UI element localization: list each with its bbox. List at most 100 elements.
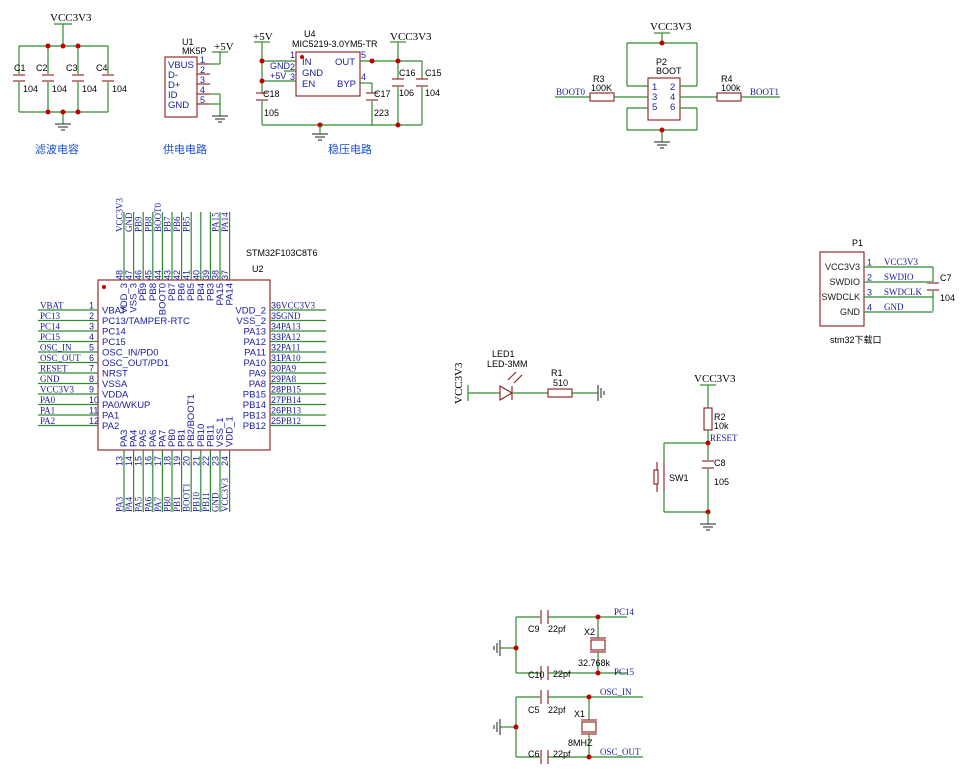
mcu-net-top: PB9: [134, 216, 144, 232]
mcu-pin-top: VDD_3: [119, 283, 130, 314]
mcu-net-right: PA8: [281, 374, 297, 384]
mcu-pin-bottom: PA6: [148, 430, 159, 447]
mcu-num-left: 5: [89, 343, 94, 353]
mcu-pin-right: PA13: [243, 327, 266, 338]
mcu-pin-top: PB8: [148, 283, 159, 301]
mcu-pin-left: PC14: [102, 327, 126, 338]
mcu-num-top: 37: [220, 270, 230, 280]
mcu-net-left: PC14: [40, 322, 61, 332]
c16-val: 106: [399, 88, 414, 98]
mcu-num-top: 41: [182, 270, 192, 280]
x2-val: 32.768k: [578, 658, 611, 668]
p1-net: SWDIO: [884, 272, 914, 282]
u1-pin-num: 3: [200, 75, 205, 85]
mcu-pin-right: PA9: [249, 369, 266, 380]
mcu-num-left: 11: [89, 406, 98, 416]
r4-ref: R4: [721, 74, 733, 84]
mcu-num-bottom: 16: [143, 456, 153, 466]
c6-ref: C6: [528, 749, 540, 759]
c15-ref: C15: [425, 68, 442, 78]
c8-val: 105: [714, 477, 729, 487]
mcu-pin-right: PB14: [243, 400, 266, 411]
x2-ref: X2: [584, 627, 595, 637]
mcu-pin-right: PA8: [249, 379, 266, 390]
r3-ref: R3: [593, 74, 605, 84]
mcu-net-top: GND: [124, 212, 134, 232]
mcu-num-right: 31: [271, 353, 281, 363]
mcu-pin-bottom: PB1: [177, 429, 188, 447]
c15-val: 104: [425, 88, 440, 98]
mcu-net-top: PA14: [220, 212, 230, 232]
mcu-net-top: PB8: [143, 216, 153, 232]
r3-val: 100K: [591, 83, 612, 93]
c9-ref: C9: [528, 624, 540, 634]
mcu-pin-bottom: VSS_1: [215, 417, 226, 447]
mcu-pin-right: VDD_2: [235, 306, 266, 317]
reg-out-power: VCC3V3: [390, 31, 432, 43]
mcu-pin-top: PB9: [138, 283, 149, 301]
mcu-num-top: 39: [201, 270, 211, 280]
mcu-pin-left: VSSA: [102, 379, 128, 390]
mcu-pin-top: BOOT0: [157, 283, 168, 315]
sw1-knob: [653, 469, 659, 485]
filter-cap-val: 104: [82, 84, 97, 94]
mcu-pin-bottom: PA5: [138, 430, 149, 447]
u4-num-4: 4: [361, 72, 366, 82]
u1-pin-num: 2: [200, 65, 205, 75]
mcu-net-left: OSC_IN: [40, 343, 72, 353]
mcu-net-top: PB5: [182, 216, 192, 232]
led-block: VCC3V3 LED1 LED-3MM R1 510: [453, 349, 605, 404]
u4-pin-gnd: GND: [302, 68, 323, 79]
mcu-num-left: 2: [89, 311, 94, 321]
mcu-num-left: 8: [89, 374, 94, 384]
mcu-pin-right: PA12: [243, 337, 266, 348]
mcu-num-left: 4: [89, 332, 94, 342]
mcu-pin-top: PB3: [205, 283, 216, 301]
reg-gnd-net: GND: [270, 61, 291, 71]
p1-ref: P1: [852, 238, 863, 248]
mcu-net-right: PA13: [281, 322, 301, 332]
mcu-num-bottom: 20: [182, 456, 192, 466]
reg-caption: 稳压电路: [328, 142, 372, 156]
mcu-net-right: PA10: [281, 353, 301, 363]
mcu-pin-left: PC13/TAMPER-RTC: [102, 316, 190, 327]
mcu-part: STM32F103C8T6: [246, 248, 318, 258]
p1-net: GND: [884, 302, 904, 312]
c16-ref: C16: [399, 68, 416, 78]
r2-body: [703, 407, 713, 431]
p1-pin-name: GND: [840, 307, 861, 317]
boot0-net: BOOT0: [556, 87, 585, 97]
u1-pin-num: 5: [200, 95, 205, 105]
p1-pin-name: VCC3V3: [825, 262, 860, 272]
u4-num-3: 3: [290, 72, 295, 82]
x1-body: [581, 721, 597, 733]
mcu-net-right: PA9: [281, 364, 297, 374]
p2-name: BOOT: [656, 66, 682, 76]
p2-body: [647, 77, 681, 121]
mcu-pin-top: PB5: [186, 283, 197, 301]
c7-val: 104: [940, 293, 955, 303]
r4-body: [716, 92, 742, 102]
mcu-net-bottom: GND: [211, 492, 221, 512]
filter-cap-val: 104: [112, 84, 127, 94]
mcu-net-bottom: PA6: [143, 496, 153, 512]
p1-pin-num: 2: [867, 273, 872, 283]
u1-ref: U1: [182, 37, 194, 47]
x2-body: [590, 639, 606, 651]
mcu-pin-right: PA10: [243, 358, 266, 369]
mcu-pin-top: PA14: [225, 283, 236, 306]
mcu-ref: U2: [252, 264, 264, 274]
mcu-num-bottom: 23: [211, 456, 221, 466]
filter-cap-val: 104: [23, 84, 38, 94]
p2-pin-1: 1: [652, 82, 657, 93]
mcu-net-left: PA0: [40, 395, 56, 405]
mcu-num-right: 29: [271, 374, 281, 384]
u4-part: MIC5219-3.0YM5-TR: [292, 39, 378, 49]
u4-pin-in: IN: [302, 57, 312, 68]
mcu-num-left: 6: [89, 353, 94, 363]
mcu-net-bottom: PB1: [172, 496, 182, 512]
mcu-net-left: PC13: [40, 311, 61, 321]
